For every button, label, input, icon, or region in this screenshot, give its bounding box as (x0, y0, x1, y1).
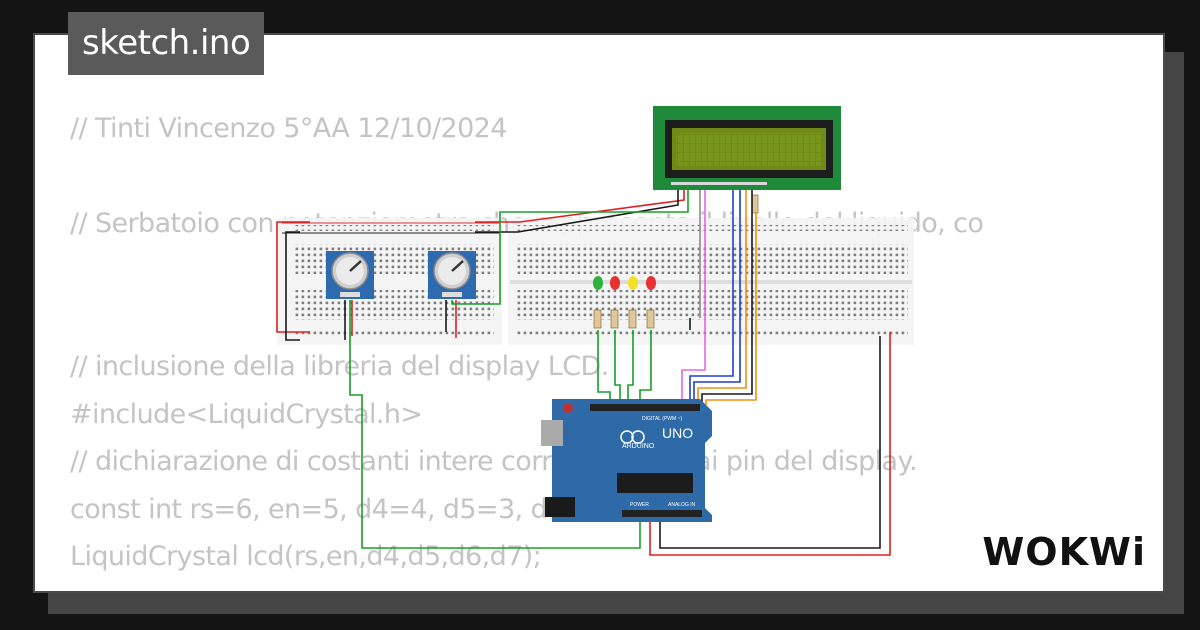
potentiometer-2 (428, 251, 476, 299)
arduino-uno-board: UNO ARDUINO DIGITAL (PWM ~) ANALOG IN PO… (541, 399, 712, 522)
board-brand: ARDUINO (622, 443, 655, 450)
code-line: // Tinti Vincenzo 5°AA 12/10/2024 (70, 113, 507, 144)
led-row (593, 194, 759, 329)
power-label: POWER (630, 502, 649, 508)
wires (276, 190, 891, 556)
code-line: LiquidCrystal lcd(rs,en,d4,d5,d6,d7); (70, 541, 542, 573)
code-line: #include<LiquidCrystal.h> (70, 398, 423, 430)
code-line: // inclusione della libreria del display… (70, 350, 609, 382)
analog-label: ANALOG IN (668, 502, 696, 508)
wokwi-logo: WOKWi (982, 530, 1146, 574)
board-model: UNO (662, 425, 693, 441)
file-name-badge: sketch.ino (68, 12, 265, 75)
arduino-logo-icon (620, 430, 634, 444)
lcd-display (653, 106, 841, 190)
digital-label: DIGITAL (PWM ~) (642, 416, 682, 422)
breadboard-right (508, 218, 914, 345)
potentiometer-1 (326, 251, 374, 299)
